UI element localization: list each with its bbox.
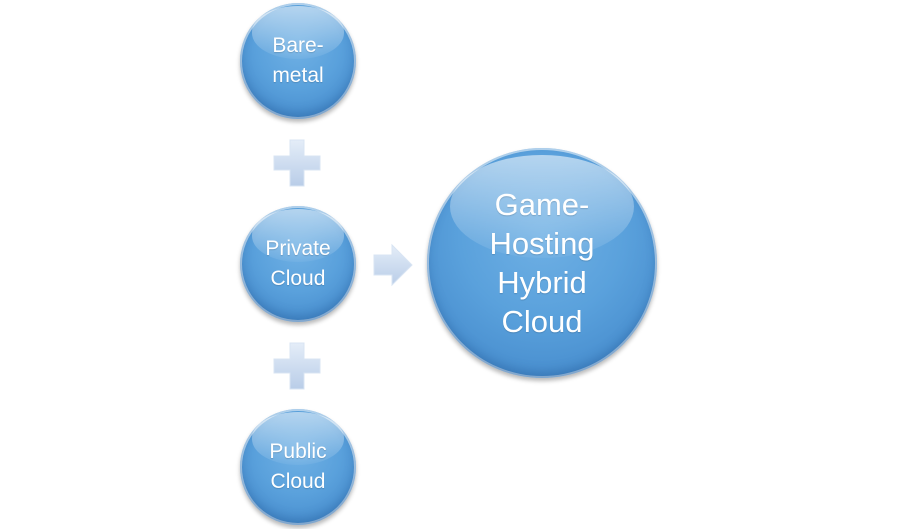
public-cloud-label: Public Cloud xyxy=(269,440,327,493)
hybrid-cloud-node: Game- Hosting Hybrid Cloud xyxy=(427,148,657,378)
bare-metal-node: Bare- metal xyxy=(240,3,356,119)
plus-icon xyxy=(273,139,321,187)
private-cloud-node: Private Cloud xyxy=(240,206,356,322)
bare-metal-label: Bare- metal xyxy=(272,34,324,87)
plus-icon xyxy=(273,342,321,390)
hybrid-cloud-label: Game- Hosting Hybrid Cloud xyxy=(489,187,595,339)
public-cloud-node: Public Cloud xyxy=(240,409,356,525)
private-cloud-label: Private Cloud xyxy=(265,237,331,290)
arrow-right-icon xyxy=(373,243,413,287)
